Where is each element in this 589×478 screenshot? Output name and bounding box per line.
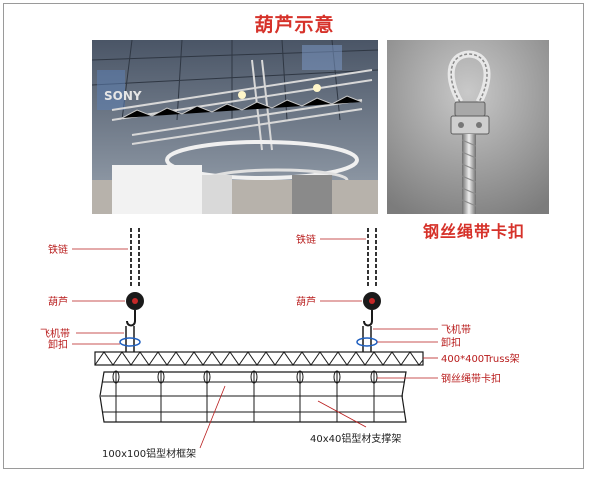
clamp-ellipse	[157, 370, 165, 384]
right-hoist-assembly	[356, 228, 381, 352]
wire-rope-clamp-title: 钢丝绳带卡扣	[422, 222, 525, 241]
left-shackle-label: 卸扣	[48, 338, 68, 351]
left-sling-label: 飞机带	[40, 327, 70, 340]
truss-photo: SONY	[92, 40, 378, 214]
right-hoist-center	[369, 298, 375, 304]
clamp-ellipse	[203, 370, 211, 384]
left-hook	[126, 310, 136, 327]
right-shackle-label: 卸扣	[441, 336, 461, 349]
hoist-schematic-svg: 铁链 葫芦 飞机带 卸扣 铁链 葫芦 飞机带 卸扣 400*400Tr	[40, 228, 520, 460]
right-sling-label: 飞机带	[441, 323, 471, 336]
page-title: 葫芦示意	[254, 14, 335, 36]
clamp-ellipse	[370, 370, 378, 384]
bottom-labels: 100x100铝型材框架 40x40铝型材支撑架	[102, 385, 401, 460]
right-shackle-ring	[356, 337, 378, 347]
left-labels: 铁链 葫芦 飞机带 卸扣	[40, 243, 128, 351]
clamp-ellipse	[112, 370, 120, 384]
left-hoist-label: 葫芦	[48, 296, 68, 308]
wire-rope-photo	[387, 40, 549, 214]
aluminum-frame	[99, 370, 407, 423]
right-hoist-label: 葫芦	[296, 296, 316, 308]
truss-label: 400*400Truss架	[441, 353, 520, 365]
sony-sign: SONY	[104, 89, 142, 103]
truss-outline	[94, 351, 424, 366]
page-frame	[3, 3, 584, 469]
left-hoist-center	[132, 298, 138, 304]
clamp-ellipse	[250, 370, 258, 384]
right-hook	[363, 310, 373, 327]
clamp-label: 钢丝绳带卡扣	[441, 372, 501, 385]
right-labels: 铁链 葫芦 飞机带 卸扣 400*400Truss架 钢丝绳带卡扣	[296, 233, 520, 385]
left-shackle-ring	[119, 337, 141, 347]
clamp-ellipse	[333, 370, 341, 384]
left-chain-label: 铁链	[48, 243, 68, 256]
frame-outline	[99, 371, 407, 423]
truss-lattice	[94, 351, 424, 366]
left-hoist-assembly	[119, 228, 144, 352]
wire-rope-illustration	[387, 40, 549, 214]
right-chain-label: 铁链	[296, 233, 316, 246]
truss-photo-illustration: SONY	[92, 40, 378, 214]
frame-label: 100x100铝型材框架	[102, 447, 196, 460]
clamp-ellipse	[296, 370, 304, 384]
support-leader	[317, 400, 367, 428]
support-label: 40x40铝型材支撑架	[310, 432, 401, 445]
frame-leader	[199, 385, 226, 449]
hoist-schematic: 铁链 葫芦 飞机带 卸扣 铁链 葫芦 飞机带 卸扣 400*400Tr	[0, 226, 589, 478]
truss-bar	[94, 351, 424, 366]
